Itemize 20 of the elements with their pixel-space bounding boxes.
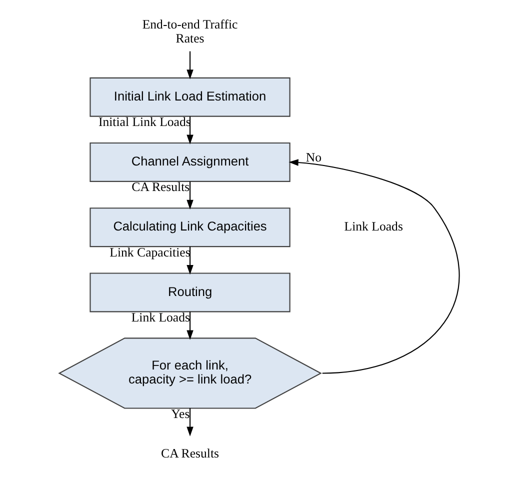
arrow bbox=[288, 159, 460, 374]
edge-label: Link Loads bbox=[131, 310, 190, 324]
node-text: End-to-end Traffic Rates bbox=[142, 17, 238, 46]
node-box: Routing bbox=[90, 272, 290, 312]
node-box: Calculating Link Capacities bbox=[90, 208, 290, 248]
node-box: Channel Assignment bbox=[90, 142, 290, 182]
edge-label: Initial Link Loads bbox=[98, 115, 191, 130]
edge-label: Link Capacities bbox=[110, 245, 190, 260]
edge-label: No bbox=[306, 150, 322, 165]
node-text: CA Results bbox=[161, 446, 220, 460]
arrow bbox=[186, 246, 194, 275]
arrow bbox=[186, 51, 194, 80]
edge-label: Yes bbox=[171, 407, 190, 422]
node-box: Initial Link Load Estimation bbox=[90, 77, 290, 117]
arrow bbox=[186, 408, 194, 436]
arrow bbox=[186, 116, 194, 144]
edge-label: CA Results bbox=[132, 180, 190, 194]
label: Link Loads bbox=[344, 220, 403, 234]
arrow bbox=[186, 312, 194, 340]
arrow bbox=[186, 182, 194, 210]
